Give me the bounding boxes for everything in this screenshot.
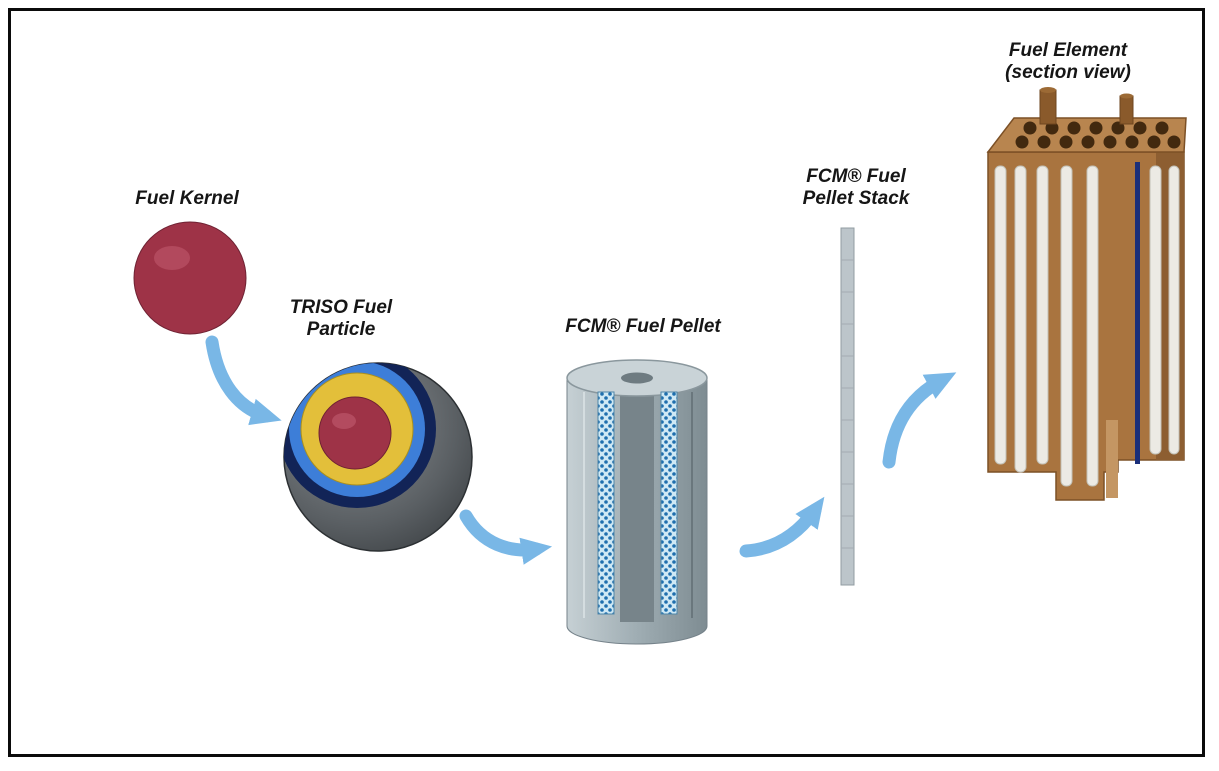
fuel-rod xyxy=(1036,165,1049,465)
pellet-stack-rod xyxy=(840,227,855,586)
fuel-kernel-highlight xyxy=(154,246,190,270)
pellet-center-hole xyxy=(621,372,653,384)
arrow-stack-to-element xyxy=(882,372,957,469)
label-fuel-element: Fuel Element (section view) xyxy=(1005,40,1131,84)
fuel-kernel-sphere xyxy=(133,221,247,335)
pellet-stack-segments xyxy=(841,259,854,549)
label-line: Fuel Element xyxy=(1008,40,1128,61)
arrow-triso-to-pellet xyxy=(459,509,553,565)
label-line: (section view) xyxy=(1005,62,1131,83)
label-fcm-pellet: FCM® Fuel Pellet xyxy=(565,316,720,338)
fuel-element-graphic xyxy=(986,87,1187,501)
label-line: Fuel Kernel xyxy=(135,188,239,209)
control-rod-blue xyxy=(1135,162,1140,464)
fuel-rod xyxy=(1149,165,1162,455)
triso-particle-graphic xyxy=(283,362,473,552)
fcm-pellet-graphic xyxy=(566,359,708,645)
fuel-element-cut-face xyxy=(1106,420,1118,498)
fuel-rod xyxy=(1014,165,1027,473)
label-line: Particle xyxy=(306,319,376,340)
fuel-rod xyxy=(994,165,1007,465)
triso-kernel-highlight xyxy=(332,413,356,429)
triso-kernel xyxy=(318,396,392,470)
label-line: Pellet Stack xyxy=(802,188,910,209)
top-face-holes xyxy=(1015,121,1181,149)
arrow-kernel-to-triso xyxy=(205,335,282,426)
label-pellet-stack: FCM® Fuel Pellet Stack xyxy=(803,166,910,210)
fuel-rod xyxy=(1168,165,1180,455)
pellet-stack-graphic xyxy=(840,227,855,586)
label-line: FCM® Fuel Pellet xyxy=(565,316,721,337)
pellet-fuel-band-right xyxy=(660,391,678,615)
label-triso-particle: TRISO Fuel Particle xyxy=(290,297,392,341)
label-line: FCM® Fuel xyxy=(806,166,906,187)
fuel-kernel-graphic xyxy=(133,221,247,335)
label-fuel-kernel: Fuel Kernel xyxy=(135,188,238,210)
fuel-element-pegs xyxy=(1039,87,1134,125)
fuel-rod xyxy=(1060,165,1073,487)
pellet-inner-cavity xyxy=(620,382,654,622)
arrow-pellet-to-stack xyxy=(739,496,825,558)
fuel-rods xyxy=(994,165,1180,487)
pellet-fuel-band-left xyxy=(597,391,615,615)
fuel-rod xyxy=(1086,165,1099,487)
label-line: TRISO Fuel xyxy=(289,297,393,318)
